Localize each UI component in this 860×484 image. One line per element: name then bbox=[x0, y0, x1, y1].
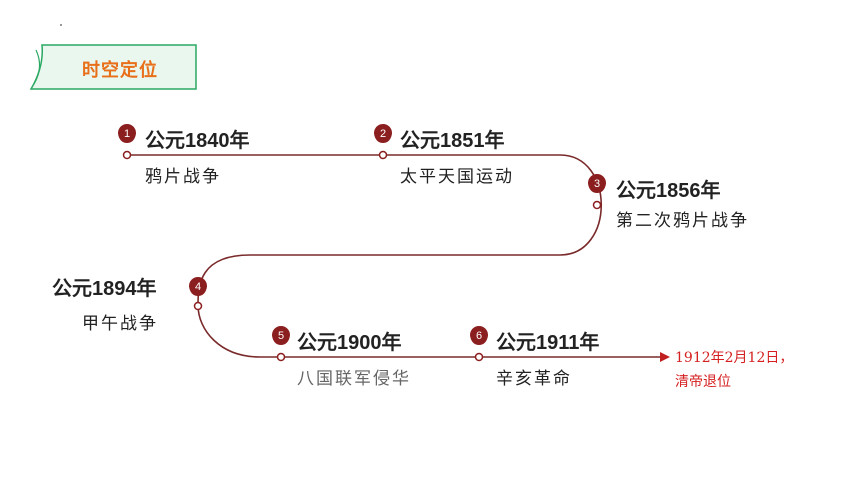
milestone-event-5: 八国联军侵华 bbox=[297, 369, 411, 389]
milestone-year-3: 公元1856年 bbox=[616, 180, 721, 202]
milestone-event-1: 鸦片战争 bbox=[145, 167, 221, 187]
corner-dot bbox=[60, 24, 62, 26]
milestone-number-1: 1 bbox=[124, 128, 130, 140]
milestone-marker-2: 2 bbox=[374, 124, 392, 160]
badge-title: 时空定位 bbox=[82, 60, 158, 81]
milestone-marker-4: 4 bbox=[189, 277, 207, 311]
milestone-event-4: 甲午战争 bbox=[82, 314, 158, 334]
milestone-event-6: 辛亥革命 bbox=[496, 369, 572, 389]
milestone-year-1: 公元1840年 bbox=[145, 130, 250, 152]
milestone-marker-1: 1 bbox=[118, 124, 136, 160]
milestone-marker-5: 5 bbox=[272, 325, 291, 362]
milestone-event-3: 第二次鸦片战争 bbox=[616, 211, 749, 231]
abdication-note-date: 1912年2月12日， bbox=[675, 350, 794, 366]
milestone-year-5: 公元1900年 bbox=[297, 332, 402, 354]
milestone-number-4: 4 bbox=[195, 281, 201, 293]
milestone-number-2: 2 bbox=[380, 128, 386, 140]
milestone-number-5: 5 bbox=[278, 330, 284, 342]
milestone-number-6: 6 bbox=[476, 330, 482, 342]
timeline-arrowhead bbox=[660, 352, 670, 362]
milestone-year-2: 公元1851年 bbox=[400, 130, 505, 152]
milestone-number-3: 3 bbox=[594, 178, 600, 190]
milestone-year-4: 公元1894年 bbox=[52, 278, 157, 300]
milestone-event-2: 太平天国运动 bbox=[400, 167, 514, 187]
abdication-note-text: 清帝退位 bbox=[675, 374, 731, 390]
section-badge: 时空定位 bbox=[30, 44, 198, 90]
abdication-note: 1912年2月12日， 清帝退位 bbox=[675, 346, 793, 394]
milestone-marker-6: 6 bbox=[470, 326, 488, 362]
milestone-year-6: 公元1911年 bbox=[496, 332, 600, 354]
milestone-marker-3: 3 bbox=[588, 174, 606, 210]
